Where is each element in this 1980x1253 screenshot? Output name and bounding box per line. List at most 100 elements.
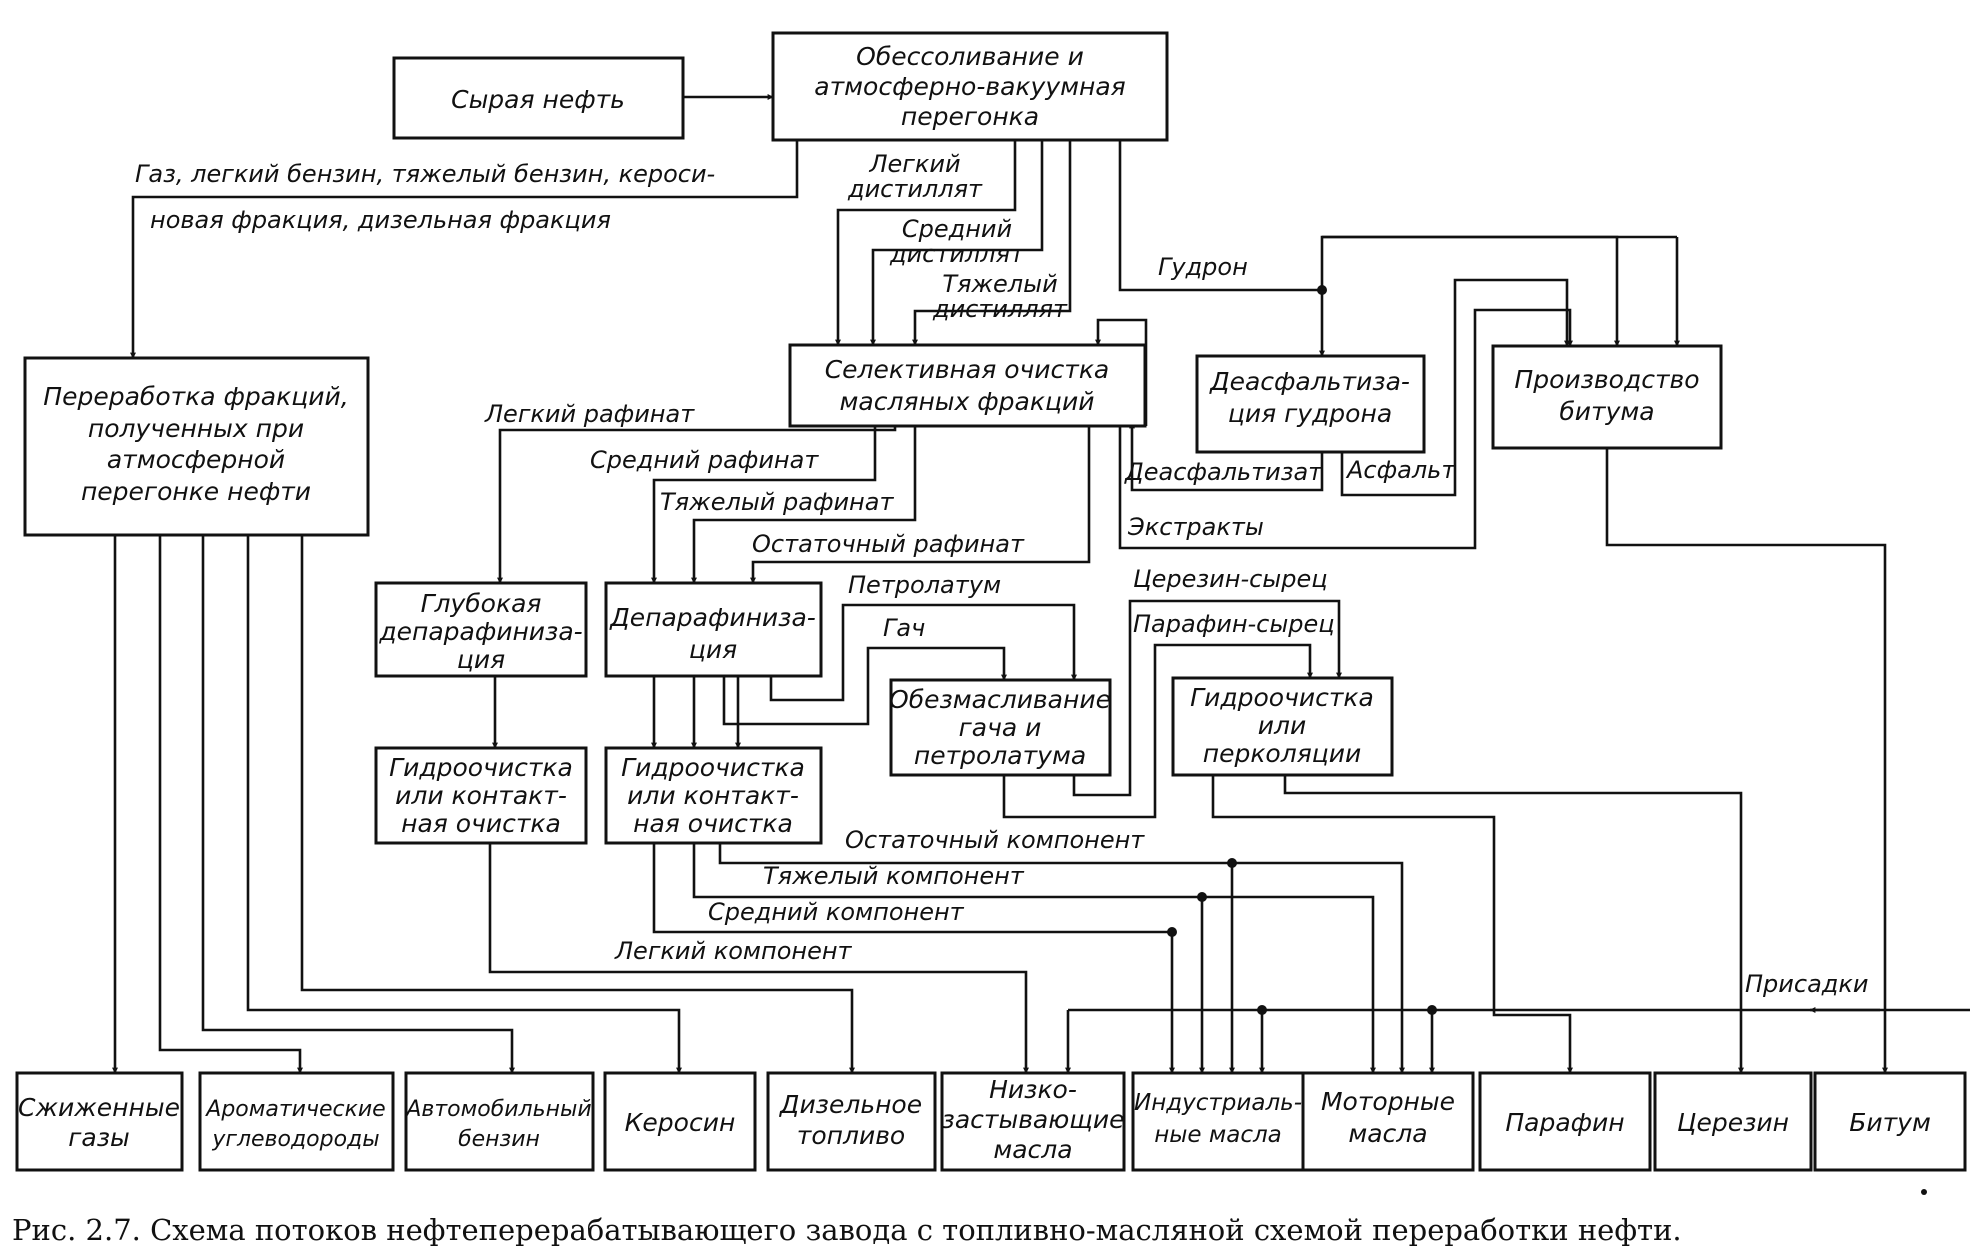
label-tar: Гудрон xyxy=(1158,253,1248,281)
label-petrolatum: Петролатум xyxy=(848,571,1001,599)
process-boxes: Сырая нефть Обессоливание и атмосферно-в… xyxy=(15,31,1967,1172)
svg-text:Гидроочистка: Гидроочистка xyxy=(1190,683,1374,712)
svg-text:масла: масла xyxy=(1348,1119,1427,1148)
node-desalting-distillation: Обессоливание и атмосферно-вакуумная пер… xyxy=(771,31,1169,142)
svg-text:Селективная очистка: Селективная очистка xyxy=(825,355,1110,384)
node-bitumen-production: Производство битума xyxy=(1491,344,1723,450)
label-heavy-distillate: Тяжелый xyxy=(942,270,1057,298)
svg-text:или: или xyxy=(1258,711,1306,740)
product-ceresin: Церезин xyxy=(1653,1071,1813,1172)
label-middle-distillate: Средний xyxy=(902,215,1012,243)
svg-text:петролатума: петролатума xyxy=(914,741,1086,770)
svg-text:Битум: Битум xyxy=(1849,1108,1931,1137)
svg-text:Церезин: Церезин xyxy=(1677,1108,1789,1137)
svg-text:дистиллят: дистиллят xyxy=(847,175,983,203)
label-gas-fractions-2: новая фракция, дизельная фракция xyxy=(150,206,611,234)
svg-text:Парафин: Парафин xyxy=(1505,1108,1624,1137)
product-liquefied-gases: Сжиженные газы xyxy=(15,1071,184,1172)
svg-text:дистиллят: дистиллят xyxy=(889,240,1025,268)
product-diesel: Дизельное топливо xyxy=(766,1071,937,1172)
svg-text:масла: масла xyxy=(993,1135,1072,1164)
label-light-distillate: Легкий xyxy=(868,150,960,178)
svg-text:ные масла: ные масла xyxy=(1154,1122,1282,1148)
figure-caption: Рис. 2.7. Схема потоков нефтеперерабатыв… xyxy=(12,1213,1682,1247)
svg-text:атмосферной: атмосферной xyxy=(107,445,285,474)
label-residual-component: Остаточный компонент xyxy=(845,826,1145,854)
svg-text:Керосин: Керосин xyxy=(625,1108,736,1137)
label-asphalt: Асфальт xyxy=(1345,456,1456,484)
svg-text:ция: ция xyxy=(457,645,505,674)
svg-text:Глубокая: Глубокая xyxy=(421,589,542,618)
svg-text:Гидроочистка: Гидроочистка xyxy=(389,753,573,782)
node-crude-oil: Сырая нефть xyxy=(392,56,685,140)
svg-text:застывающие: застывающие xyxy=(942,1105,1125,1134)
svg-text:перегонке нефти: перегонке нефти xyxy=(81,477,311,506)
svg-text:Дизельное: Дизельное xyxy=(779,1090,922,1119)
svg-text:Гидроочистка: Гидроочистка xyxy=(621,753,805,782)
svg-text:Депарафиниза-: Депарафиниза- xyxy=(609,603,816,632)
svg-text:атмосферно-вакуумная: атмосферно-вакуумная xyxy=(814,72,1125,101)
svg-text:бензин: бензин xyxy=(458,1127,540,1152)
label-deasphaltizate: Деасфальтизат xyxy=(1124,458,1323,486)
label-light-component: Легкий компонент xyxy=(614,937,853,965)
label-raw-paraffin: Парафин-сырец xyxy=(1133,610,1335,638)
node-fraction-processing: Переработка фракций, полученных при атмо… xyxy=(23,356,370,537)
node-hydrotreating-2: Гидроочистка или контакт- ная очистка xyxy=(604,746,823,845)
label-residual-raffinate: Остаточный рафинат xyxy=(752,530,1025,558)
product-aromatics: Ароматические углеводороды xyxy=(198,1071,395,1172)
svg-text:Ароматические: Ароматические xyxy=(204,1097,385,1122)
svg-text:гача и: гача и xyxy=(959,713,1042,742)
svg-text:ная очистка: ная очистка xyxy=(401,809,561,838)
svg-text:углеводороды: углеводороды xyxy=(211,1127,379,1152)
label-heavy-component: Тяжелый компонент xyxy=(763,862,1025,890)
node-dewaxing: Депарафиниза- ция xyxy=(604,581,823,678)
svg-text:ная очистка: ная очистка xyxy=(633,809,793,838)
svg-text:масляных фракций: масляных фракций xyxy=(840,387,1095,416)
svg-text:газы: газы xyxy=(68,1123,130,1152)
svg-text:Автомобильный: Автомобильный xyxy=(404,1097,591,1122)
label-raw-ceresin: Церезин-сырец xyxy=(1133,565,1328,593)
svg-text:Обезмасливание: Обезмасливание xyxy=(889,685,1111,714)
svg-text:перколяции: перколяции xyxy=(1203,739,1362,768)
label-middle-component: Средний компонент xyxy=(708,898,965,926)
node-deep-dewaxing: Глубокая депарафиниза- ция xyxy=(374,581,588,678)
product-industrial-oils: Индустриаль- ные масла xyxy=(1131,1071,1305,1172)
svg-text:Низко-: Низко- xyxy=(989,1075,1077,1104)
flow-lines xyxy=(112,94,1970,1074)
product-low-freezing-oils: Низко- застывающие масла xyxy=(940,1071,1126,1172)
label-middle-raffinate: Средний рафинат xyxy=(590,446,819,474)
node-deoiling: Обезмасливание гача и петролатума xyxy=(889,678,1112,777)
svg-text:Переработка фракций,: Переработка фракций, xyxy=(43,382,348,411)
node-deasphalting: Деасфальтиза- ция гудрона xyxy=(1195,354,1426,454)
product-motor-oils: Моторные масла xyxy=(1301,1071,1475,1172)
node-hydro-percolation: Гидроочистка или перколяции xyxy=(1171,676,1394,777)
product-paraffin: Парафин xyxy=(1478,1071,1652,1172)
svg-text:Сжиженные: Сжиженные xyxy=(18,1093,180,1122)
svg-text:топливо: топливо xyxy=(797,1121,905,1150)
product-gasoline: Автомобильный бензин xyxy=(404,1071,595,1172)
node-selective-purification: Селективная очистка масляных фракций xyxy=(788,343,1147,428)
svg-text:дистиллят: дистиллят xyxy=(932,295,1068,323)
svg-text:Деасфальтиза-: Деасфальтиза- xyxy=(1209,367,1410,396)
product-kerosene: Керосин xyxy=(603,1071,757,1172)
svg-text:перегонка: перегонка xyxy=(901,102,1039,131)
node-hydrotreating-1: Гидроочистка или контакт- ная очистка xyxy=(374,746,588,845)
svg-text:Производство: Производство xyxy=(1514,365,1699,394)
label-gach: Гач xyxy=(883,614,925,642)
svg-text:или контакт-: или контакт- xyxy=(627,781,799,810)
svg-text:депарафиниза-: депарафиниза- xyxy=(378,617,582,646)
svg-text:полученных при: полученных при xyxy=(88,414,304,443)
svg-text:ция: ция xyxy=(689,635,737,664)
label-gas-fractions-1: Газ, легкий бензин, тяжелый бензин, керо… xyxy=(135,160,715,188)
label-light-raffinate: Легкий рафинат xyxy=(484,400,695,428)
svg-text:Моторные: Моторные xyxy=(1321,1087,1455,1116)
svg-text:Обессоливание и: Обессоливание и xyxy=(856,42,1084,71)
svg-text:ция гудрона: ция гудрона xyxy=(1228,399,1392,428)
product-bitumen: Битум xyxy=(1813,1071,1967,1172)
label-heavy-raffinate: Тяжелый рафинат xyxy=(660,488,894,516)
flow-labels: Газ, легкий бензин, тяжелый бензин, керо… xyxy=(135,150,1868,998)
label-extracts: Экстракты xyxy=(1127,513,1264,541)
svg-text:Индустриаль-: Индустриаль- xyxy=(1134,1090,1302,1116)
junction-dots xyxy=(1167,285,1927,1195)
